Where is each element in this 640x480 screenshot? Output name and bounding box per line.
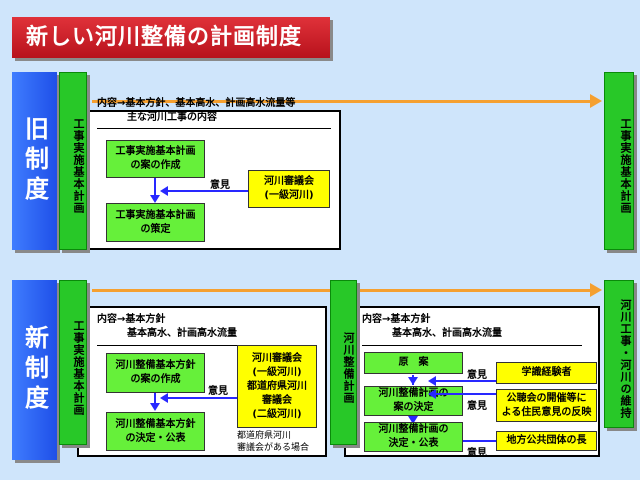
arrow-left-icon	[160, 186, 168, 196]
old-right-bar: 工事実施基本計画	[604, 72, 634, 250]
old-step1: 工事実施基本計画 の案の作成	[106, 140, 205, 178]
opinion-label: 意見	[210, 180, 230, 191]
new-step1: 河川整備基本方針 の案の作成	[106, 353, 205, 393]
experts-box: 学識経験者	[496, 362, 597, 384]
old-system-text: 旧制度	[20, 116, 49, 206]
arrow-left-icon	[428, 376, 436, 386]
opinion-label: 意見	[467, 401, 487, 412]
hearings-box: 公聴会の開催等に よる住民意見の反映	[496, 389, 597, 422]
new-plan-bar: 工事実施基本計画	[59, 280, 87, 445]
old-system-label: 旧制度	[12, 72, 57, 250]
new-content-line1: 内容→基本方針	[97, 314, 166, 325]
river-plan-step2: 河川整備計画の 案の決定	[364, 386, 463, 416]
new-step2: 河川整備基本方針 の決定・公表	[106, 412, 205, 451]
divider	[362, 345, 582, 346]
arrow-head-icon	[590, 94, 602, 108]
old-content-line2: 主な河川工事の内容	[97, 112, 217, 123]
timeline-arrow	[92, 100, 592, 103]
arrow-down-icon	[150, 403, 160, 411]
opinion-label: 意見	[467, 370, 487, 381]
divider	[97, 345, 317, 346]
old-step2: 工事実施基本計画 の策定	[106, 203, 205, 242]
new-right-bar: 河川工事・河川の維持	[604, 280, 634, 428]
river-plan-content-line2: 基本高水、計画高水流量	[362, 328, 502, 339]
new-council: 河川審議会 (一級河川) 都道府県河川 審議会 (二級河川)	[237, 345, 317, 428]
arrow-down-icon	[150, 195, 160, 203]
new-system-text: 新制度	[20, 325, 49, 415]
river-plan-content-line1: 内容→基本方針	[362, 314, 431, 325]
opinion-label: 意見	[467, 448, 487, 459]
new-content-line2: 基本高水、計画高水流量	[97, 328, 237, 339]
old-council: 河川審議会 (一級河川)	[248, 170, 330, 208]
arrow-left-icon	[160, 393, 168, 403]
arrow-down-icon	[408, 416, 418, 424]
flow-arrow	[154, 393, 156, 405]
divider	[97, 128, 331, 129]
old-plan-bar: 工事実施基本計画	[59, 72, 87, 250]
new-system-label: 新制度	[12, 280, 57, 460]
river-plan-bar: 河川整備計画	[330, 280, 357, 445]
arrow-head-icon	[590, 283, 602, 297]
arrow-down-icon	[408, 377, 418, 385]
flow-arrow	[154, 178, 156, 196]
opinion-arrow	[168, 190, 248, 192]
opinion-arrow	[436, 380, 496, 382]
river-plan-step3: 河川整備計画の 決定・公表	[364, 422, 463, 452]
page-title: 新しい河川整備の計画制度	[12, 17, 330, 58]
opinion-label: 意見	[208, 386, 228, 397]
old-content-line1: 内容→基本方針、基本高水、計画高水流量等	[97, 98, 296, 109]
opinion-arrow	[436, 440, 496, 442]
draft-box: 原 案	[364, 352, 463, 374]
council-note: 都道府県河川 審議会がある場合	[237, 431, 310, 453]
local-heads-box: 地方公共団体の長	[496, 431, 597, 451]
opinion-arrow	[436, 393, 496, 395]
opinion-arrow	[168, 397, 237, 399]
arrow-left-icon	[428, 389, 436, 399]
